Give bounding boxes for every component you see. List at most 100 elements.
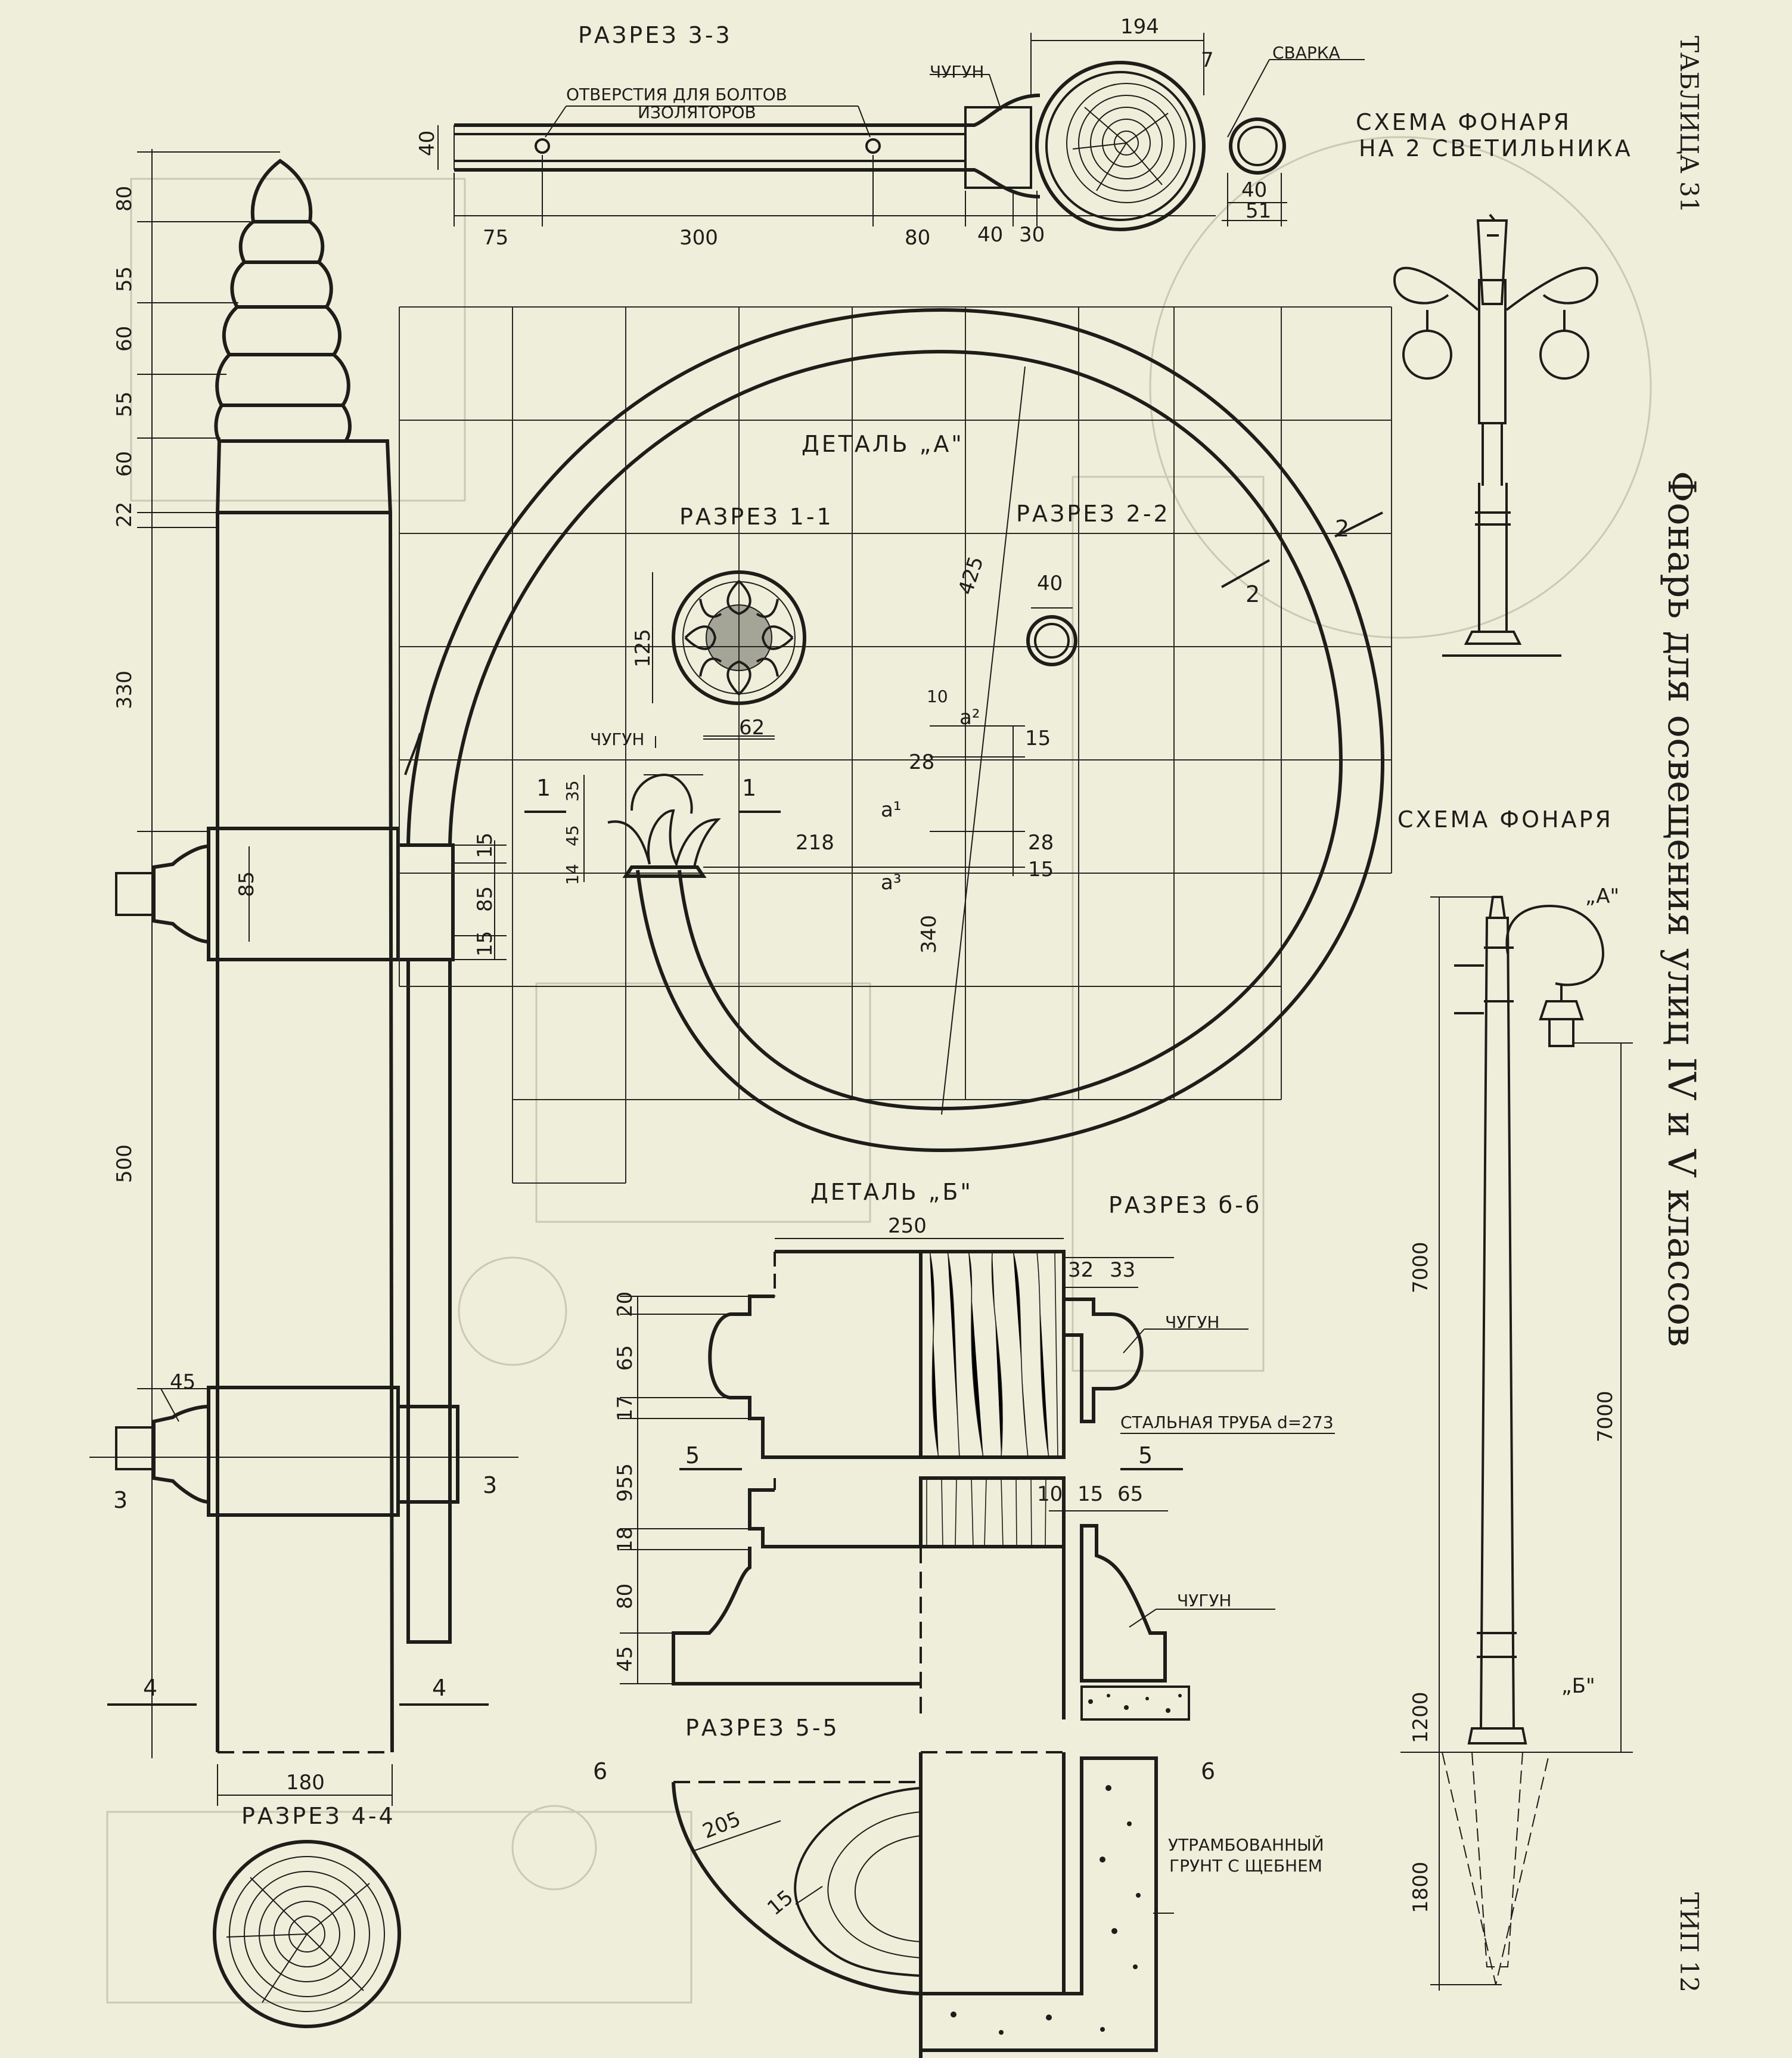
scheme-two-subtitle: НА 2 СВЕТИЛЬНИКА xyxy=(1359,135,1633,162)
holes-note-2: ИЗОЛЯТОРОВ xyxy=(638,103,756,122)
dim-15-b: 15 xyxy=(1028,858,1054,881)
dim-80-b: 80 xyxy=(613,1584,637,1609)
mark-6-left: 6 xyxy=(593,1758,610,1784)
material-label-3-3: ЧУГУН xyxy=(930,62,984,82)
dim-28-a: 28 xyxy=(909,750,934,774)
dim-7000-left: 7000 xyxy=(1409,1241,1433,1293)
material-label-b2: ЧУГУН xyxy=(1177,1591,1231,1610)
dim-51: 51 xyxy=(1246,199,1271,223)
post-dim-85b: 85 xyxy=(473,886,497,912)
dim-33: 33 xyxy=(1110,1258,1135,1282)
dim-955: 955 xyxy=(613,1463,637,1502)
dim-7000-right: 7000 xyxy=(1594,1390,1617,1442)
dim-30-top: 30 xyxy=(1019,223,1045,247)
post-dim-55b: 55 xyxy=(113,392,136,417)
section-5-5-title: РАЗРЕЗ 5-5 xyxy=(685,1715,840,1741)
material-label-b1: ЧУГУН xyxy=(1165,1312,1219,1332)
dim-1200: 1200 xyxy=(1409,1691,1433,1743)
mark-6-right: 6 xyxy=(1201,1758,1218,1784)
dim-1800: 1800 xyxy=(1409,1861,1433,1913)
material-label-detail-a: ЧУГУН xyxy=(590,730,644,749)
pipe-label: СТАЛЬНАЯ ТРУБА d=273 xyxy=(1120,1413,1334,1432)
dim-250: 250 xyxy=(888,1214,927,1238)
mark-a: „A" xyxy=(1585,884,1619,908)
detail-a-title: ДЕТАЛЬ „A" xyxy=(802,431,964,457)
main-title: Фонарь для освещения улиц IV и V классов xyxy=(1659,471,1703,1347)
dim-340: 340 xyxy=(917,915,941,954)
dim-75: 75 xyxy=(483,226,508,250)
post-dim-22: 22 xyxy=(113,502,136,527)
mark-b: „Б" xyxy=(1561,1674,1595,1698)
dim-62: 62 xyxy=(739,716,765,740)
dim-194: 194 xyxy=(1120,15,1159,39)
post-dim-330: 330 xyxy=(113,671,136,709)
scheme-one-title: СХЕМА ФОНАРЯ xyxy=(1397,806,1613,833)
dim-80-top: 80 xyxy=(905,226,930,250)
dim-14: 14 xyxy=(563,864,582,885)
wood-rings xyxy=(1066,83,1187,203)
dim-205: 205 xyxy=(699,1807,744,1843)
dim-10-b: 10 xyxy=(1037,1482,1063,1506)
post-elevation xyxy=(89,149,518,1806)
soil-label-2: ГРУНТ С ЩЕБНЕМ xyxy=(1169,1856,1322,1876)
dim-15-b2: 15 xyxy=(1077,1482,1103,1506)
mark-2-b: 2 xyxy=(1335,516,1352,542)
dim-218: 218 xyxy=(796,831,834,855)
scheme-two-title: СХЕМА ФОНАРЯ xyxy=(1356,109,1572,135)
scheme-one-post xyxy=(1400,896,1633,1991)
mark-2-a: 2 xyxy=(1246,581,1262,607)
mark-1-left: 1 xyxy=(536,775,553,801)
dim-28-b: 28 xyxy=(1028,831,1054,855)
section-4-4-title: РАЗРЕЗ 4-4 xyxy=(241,1803,396,1829)
dim-65-b2: 65 xyxy=(1117,1482,1143,1506)
weld-label: СВАРКА xyxy=(1272,43,1340,63)
mark-4-right: 4 xyxy=(432,1675,449,1701)
dim-40-ring: 40 xyxy=(1241,178,1267,202)
detail-b-title: ДЕТАЛЬ „Б" xyxy=(810,1179,973,1205)
mark-4-left: 4 xyxy=(143,1675,160,1701)
mark-3-right: 3 xyxy=(483,1472,499,1498)
soil-label: УТРАМБОВАННЫЙ xyxy=(1168,1834,1324,1855)
ghost-bleedthrough xyxy=(106,136,1652,2004)
post-dim-80: 80 xyxy=(113,186,136,212)
dim-40-top: 40 xyxy=(977,223,1003,247)
section-4-4 xyxy=(213,1840,401,2028)
table-label: ТАБЛИЦА 31 xyxy=(1675,36,1704,213)
dim-32: 32 xyxy=(1068,1258,1094,1282)
section-b-b-title: РАЗРЕЗ б-б xyxy=(1108,1192,1262,1218)
dim-125: 125 xyxy=(631,629,655,668)
concrete-fill xyxy=(951,1785,1141,2035)
section-1-1-title: РАЗРЕЗ 1-1 xyxy=(679,504,834,530)
gravel-fill xyxy=(1088,1694,1182,1713)
section-3-3-title: РАЗРЕЗ 3-3 xyxy=(578,22,732,48)
mark-5-right: 5 xyxy=(1138,1442,1155,1469)
holes-note: ОТВЕРСТИЯ ДЛЯ БОЛТОВ xyxy=(566,85,787,104)
post-dim-55a: 55 xyxy=(113,266,136,292)
post-dim-85: 85 xyxy=(235,871,259,897)
section-5-5 xyxy=(672,1751,1174,2058)
dim-40-ring-a: 40 xyxy=(1037,572,1063,595)
detail-a-arm xyxy=(406,308,1385,1153)
mark-5-left: 5 xyxy=(685,1442,702,1469)
dim-45-b: 45 xyxy=(613,1646,637,1672)
label-a3: a³ xyxy=(881,871,901,895)
dim-300: 300 xyxy=(679,226,718,250)
dim-45-a: 45 xyxy=(563,825,582,846)
dim-65-b: 65 xyxy=(613,1345,637,1371)
dim-17-b: 17 xyxy=(613,1396,637,1421)
dim-40-v: 40 xyxy=(415,131,439,156)
post-dim-15a: 15 xyxy=(473,833,497,858)
dim-10-a: 10 xyxy=(927,687,948,706)
scheme-two-lamps xyxy=(1393,213,1599,657)
dim-18-b: 18 xyxy=(613,1527,637,1553)
post-dim-60b: 60 xyxy=(113,451,136,477)
post-dim-15b: 15 xyxy=(473,931,497,957)
dim-15-a: 15 xyxy=(1025,727,1051,750)
post-dim-45: 45 xyxy=(170,1370,195,1394)
post-dim-60a: 60 xyxy=(113,326,136,352)
label-a2: a² xyxy=(959,706,980,730)
post-dim-180: 180 xyxy=(286,1771,325,1795)
type-label: ТИП 12 xyxy=(1675,1892,1704,1992)
